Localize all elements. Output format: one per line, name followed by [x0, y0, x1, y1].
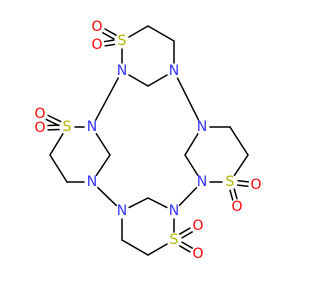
bond-layer [45, 25, 250, 256]
sulfur-atom-label: S [118, 33, 127, 49]
atom-label-background [90, 38, 104, 52]
atom-label-background [115, 34, 129, 48]
single-bond [128, 197, 149, 209]
atom-label-background [115, 204, 129, 218]
nitrogen-atom-label: N [117, 63, 127, 79]
single-bond [121, 239, 149, 256]
double-bond [236, 184, 249, 188]
oxygen-atom-label: O [192, 218, 203, 234]
single-bond [184, 154, 199, 176]
nitrogen-atom-label: N [169, 63, 179, 79]
atom-label-background [249, 178, 263, 192]
atom-label-background [167, 233, 181, 247]
atom-label-background [191, 247, 205, 261]
oxygen-atom-label: O [34, 120, 45, 136]
atom-label-background [230, 200, 244, 214]
nitrogen-atom-label: N [197, 119, 207, 135]
single-bond [147, 243, 168, 256]
sulfur-atom-label: S [170, 232, 179, 248]
sulfur-atom-label: S [226, 174, 235, 190]
single-bond [49, 154, 68, 183]
sulfur-atom-label: S [63, 119, 72, 135]
single-bond [176, 77, 200, 121]
atom-label-background [167, 204, 181, 218]
double-bond [103, 39, 115, 43]
atom-label-background [85, 120, 99, 134]
single-bond [229, 126, 249, 156]
single-bond [147, 197, 168, 209]
atom-label-background [195, 175, 209, 189]
atom-label-background [33, 107, 47, 121]
atom-label-background [90, 20, 104, 34]
oxygen-atom-label: O [34, 106, 45, 122]
double-bond [179, 227, 191, 235]
double-bond [233, 188, 238, 200]
double-bond [181, 241, 193, 249]
nitrogen-atom-label: N [87, 174, 97, 190]
nitrogen-atom-label: N [197, 174, 207, 190]
oxygen-atom-label: O [91, 37, 102, 53]
single-bond [147, 74, 168, 87]
single-bond [178, 187, 198, 206]
single-bond [95, 132, 111, 156]
atom-label-background [191, 219, 205, 233]
atom-label-background [60, 120, 74, 134]
oxygen-atom-label: O [192, 246, 203, 262]
nitrogen-atom-label: N [169, 203, 179, 219]
oxygen-atom-label: O [231, 199, 242, 215]
atom-label-background [85, 175, 99, 189]
atom-label-background [167, 64, 181, 78]
double-bond [229, 189, 234, 201]
atom-label-background [195, 120, 209, 134]
oxygen-atom-label: O [91, 19, 102, 35]
double-bond [237, 179, 250, 183]
single-bond [95, 154, 111, 177]
oxygen-atom-label: O [250, 177, 261, 193]
single-bond [128, 25, 149, 38]
double-bond [47, 114, 62, 123]
double-bond [104, 28, 117, 36]
single-bond [233, 154, 249, 177]
double-bond [181, 231, 193, 239]
atom-label-background [115, 64, 129, 78]
nitrogen-atom-label: N [117, 203, 127, 219]
atom-label-background [33, 121, 47, 135]
nitrogen-atom-label: N [87, 119, 97, 135]
single-bond [97, 186, 117, 207]
single-bond [184, 133, 199, 156]
single-bond [128, 74, 149, 87]
double-bond [104, 43, 116, 47]
double-bond [179, 245, 191, 253]
single-bond [147, 25, 175, 42]
atom-label-background [223, 175, 237, 189]
double-bond [102, 32, 115, 40]
single-bond [49, 133, 64, 156]
single-bond [95, 77, 119, 121]
